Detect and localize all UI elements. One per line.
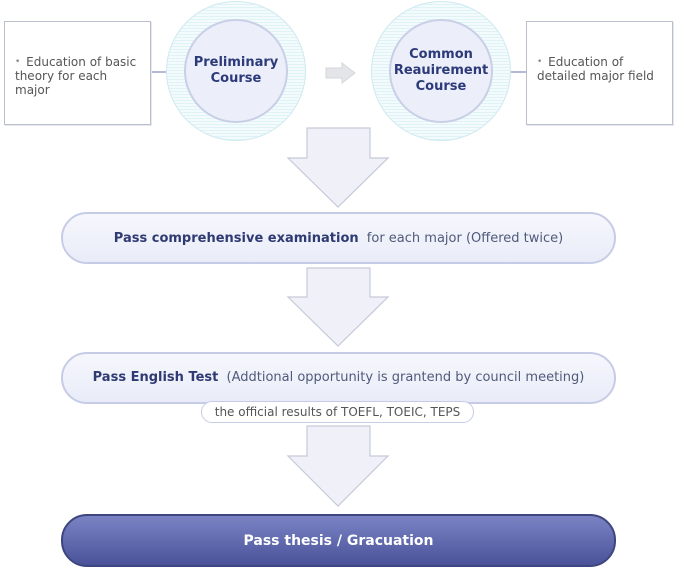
bullet-icon: • [15, 57, 21, 67]
step-english-bold: Pass English Test [92, 369, 219, 385]
step-exam-rest: for each major (Offered twice) [366, 230, 564, 246]
english-sub-note: the official results of TOEFL, TOEIC, TE… [201, 401, 474, 423]
left-note-box: • Education of basic theory for each maj… [4, 21, 151, 125]
preliminary-course-node: Preliminary Course [166, 1, 306, 141]
step-exam: Pass comprehensive examination for each … [61, 212, 616, 264]
bullet-icon: • [537, 57, 543, 67]
step-english: Pass English Test (Addtional opportunity… [61, 352, 616, 404]
step-final: Pass thesis / Gracuation [61, 514, 616, 567]
preliminary-course-label: Preliminary Course [184, 19, 288, 123]
common-course-node: Common Reauirement Course [371, 1, 511, 141]
down-arrow-icon [286, 425, 390, 507]
right-note-text: Education of detailed major field [537, 55, 654, 83]
step-exam-bold: Pass comprehensive examination [113, 230, 359, 246]
left-note-text: Education of basic theory for each major [15, 55, 137, 97]
right-note-box: • Education of detailed major field [526, 21, 673, 125]
right-arrow-icon [325, 61, 356, 85]
common-course-label: Common Reauirement Course [389, 19, 493, 123]
down-arrow-icon [286, 127, 390, 208]
step-final-label: Pass thesis / Gracuation [243, 532, 434, 549]
step-english-rest: (Addtional opportunity is grantend by co… [226, 369, 585, 385]
down-arrow-icon [286, 267, 390, 347]
